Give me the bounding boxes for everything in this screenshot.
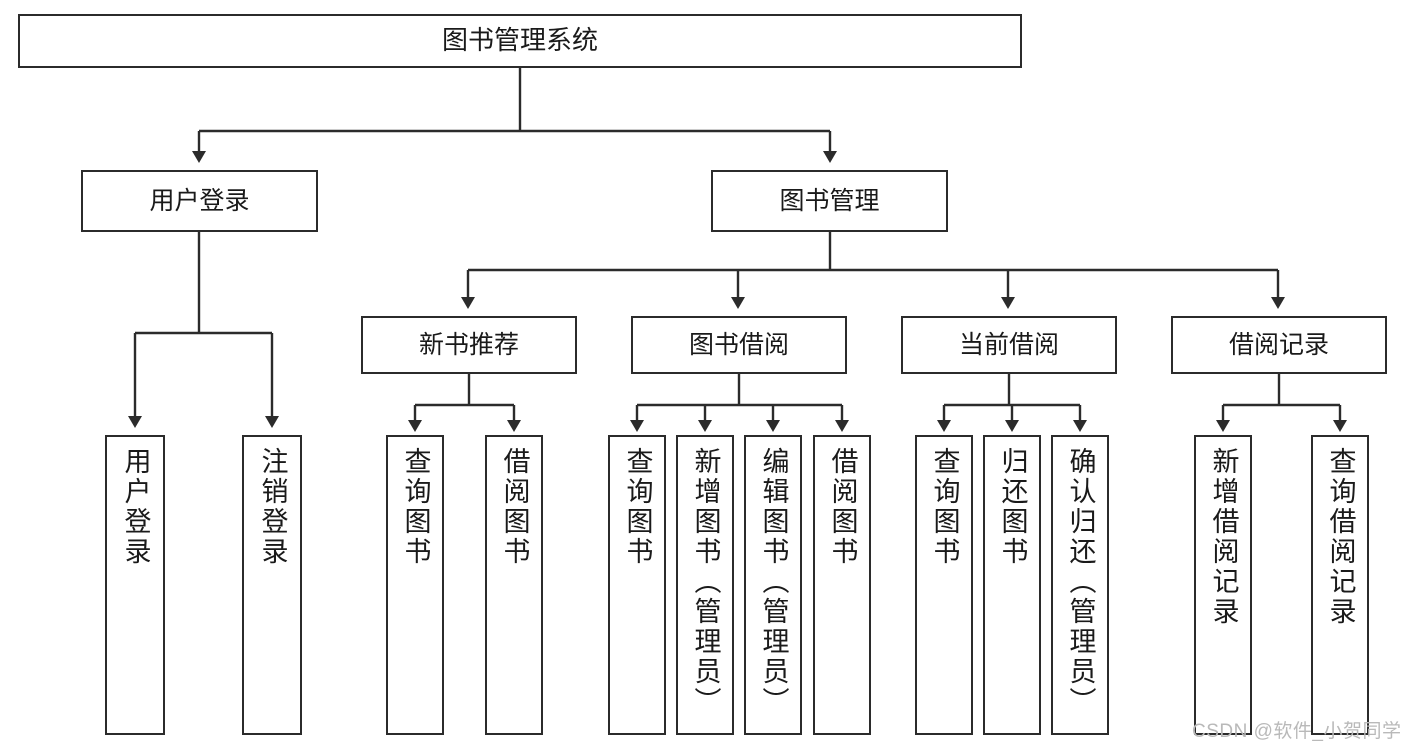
leaf-add-book[interactable]: 新增图书（管理员） <box>676 435 734 735</box>
node-book-borrow[interactable]: 图书借阅 <box>631 316 847 374</box>
leaf-edit-book[interactable]: 编辑图书（管理员） <box>744 435 802 735</box>
node-root[interactable]: 图书管理系统 <box>18 14 1022 68</box>
leaf-return-book[interactable]: 归还图书 <box>983 435 1041 735</box>
node-new-book-recommend-label: 新书推荐 <box>418 330 519 359</box>
leaf-query-book-1[interactable]: 查询图书 <box>386 435 444 735</box>
leaf-query-book-2[interactable]: 查询图书 <box>608 435 666 735</box>
node-book-manage[interactable]: 图书管理 <box>711 170 948 232</box>
leaf-return-book-label: 归还图书 <box>997 447 1028 567</box>
leaf-query-book-3[interactable]: 查询图书 <box>915 435 973 735</box>
node-current-borrow[interactable]: 当前借阅 <box>901 316 1117 374</box>
node-book-borrow-label: 图书借阅 <box>688 330 789 359</box>
node-book-manage-label: 图书管理 <box>779 186 880 215</box>
leaf-add-record[interactable]: 新增借阅记录 <box>1194 435 1252 735</box>
node-current-borrow-label: 当前借阅 <box>958 330 1059 359</box>
leaf-borrow-book-1[interactable]: 借阅图书 <box>485 435 543 735</box>
node-borrow-record-label: 借阅记录 <box>1228 330 1329 359</box>
current-borrow-connectors <box>937 374 1087 432</box>
book-manage-connectors <box>461 232 1285 309</box>
leaf-confirm-return-label: 确认归还（管理员） <box>1065 447 1096 717</box>
node-user-login-label: 用户登录 <box>149 186 250 215</box>
node-root-label: 图书管理系统 <box>441 25 598 56</box>
leaf-user-login-label: 用户登录 <box>120 447 151 567</box>
leaf-borrow-book-2[interactable]: 借阅图书 <box>813 435 871 735</box>
leaf-logout[interactable]: 注销登录 <box>242 435 302 735</box>
new-book-recommend-connectors <box>408 374 521 432</box>
leaf-logout-label: 注销登录 <box>257 447 288 567</box>
node-new-book-recommend[interactable]: 新书推荐 <box>361 316 577 374</box>
watermark: CSDN @软件_小贺同学 <box>1192 721 1402 742</box>
leaf-query-book-2-label: 查询图书 <box>622 447 653 567</box>
leaf-query-record[interactable]: 查询借阅记录 <box>1311 435 1369 735</box>
node-borrow-record[interactable]: 借阅记录 <box>1171 316 1387 374</box>
node-user-login[interactable]: 用户登录 <box>81 170 318 232</box>
leaf-query-book-1-label: 查询图书 <box>400 447 431 567</box>
leaf-add-book-label: 新增图书（管理员） <box>690 447 721 717</box>
leaf-confirm-return[interactable]: 确认归还（管理员） <box>1051 435 1109 735</box>
borrow-record-connectors <box>1216 374 1347 432</box>
user-login-connectors <box>128 232 279 428</box>
leaf-borrow-book-1-label: 借阅图书 <box>499 447 530 567</box>
leaf-user-login[interactable]: 用户登录 <box>105 435 165 735</box>
book-borrow-connectors <box>630 374 849 432</box>
leaf-add-record-label: 新增借阅记录 <box>1208 447 1239 627</box>
root-connectors <box>192 68 837 163</box>
leaf-borrow-book-2-label: 借阅图书 <box>827 447 858 567</box>
leaf-edit-book-label: 编辑图书（管理员） <box>758 447 789 717</box>
leaf-query-record-label: 查询借阅记录 <box>1325 447 1356 627</box>
leaf-query-book-3-label: 查询图书 <box>929 447 960 567</box>
